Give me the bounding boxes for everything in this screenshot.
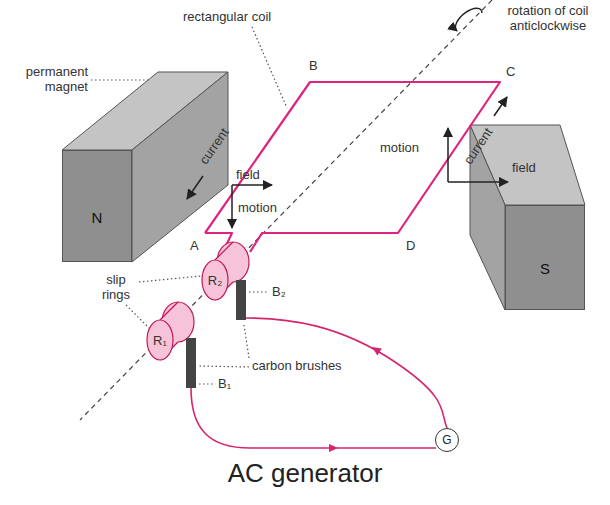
pole-letter: G [442,433,451,447]
field-arrow [232,184,272,186]
pole-letter: N [92,187,103,226]
wire-arrowhead [372,347,382,355]
corner-letter: C [506,64,515,79]
leader-line [199,383,215,384]
pole-letter: S [540,238,550,277]
corner-letter: A [190,238,199,253]
rotation-note: rotation of coil anticlockwise [492,3,604,33]
ring-label: R₁ [153,333,167,348]
motion-arrow [447,128,449,182]
coil-wire [205,82,500,252]
magnet-pole: S [505,205,585,310]
ring-label: R₂ [208,273,222,288]
galvanometer-symbol: G [435,428,459,452]
ring-edge [160,302,178,320]
part-label: rectangular coil [183,9,271,24]
corner-letter: B [309,58,318,73]
brush-label: B₂ [272,284,286,299]
part-label: carbon brushes [252,358,342,373]
current-arrow [494,97,507,116]
figure-caption: AC generator [0,458,610,489]
motion-arrow [231,185,233,228]
ring-edge [215,242,233,260]
field-label: field [236,167,260,182]
circuit-wire [191,388,436,448]
rotation-axis [80,0,492,420]
carbon-brush [186,338,196,388]
field-arrow [448,181,508,183]
brush-label: B₁ [218,376,231,391]
leader-line [139,276,201,282]
current-arrow [187,176,203,199]
part-label: slip rings [95,272,137,302]
part-label: permanent magnet [8,64,88,94]
field-label: field [512,160,536,175]
corner-letter: D [406,238,415,253]
rotation-arrow [455,8,482,31]
magnet-pole: N [62,150,132,262]
wire-arrowhead [329,444,338,452]
direction-arrows [187,97,508,228]
leader-line [249,291,269,292]
leader-line [244,325,249,358]
leader-line [199,366,249,367]
circuit-wire [246,318,447,428]
leader-line [126,305,149,328]
leader-line [252,27,287,108]
ring-face [147,320,173,360]
carbon-brush [236,280,246,320]
motion-label: motion [380,140,419,155]
ring-face [202,260,228,300]
motion-label: motion [238,200,277,215]
leader-line [91,79,150,80]
